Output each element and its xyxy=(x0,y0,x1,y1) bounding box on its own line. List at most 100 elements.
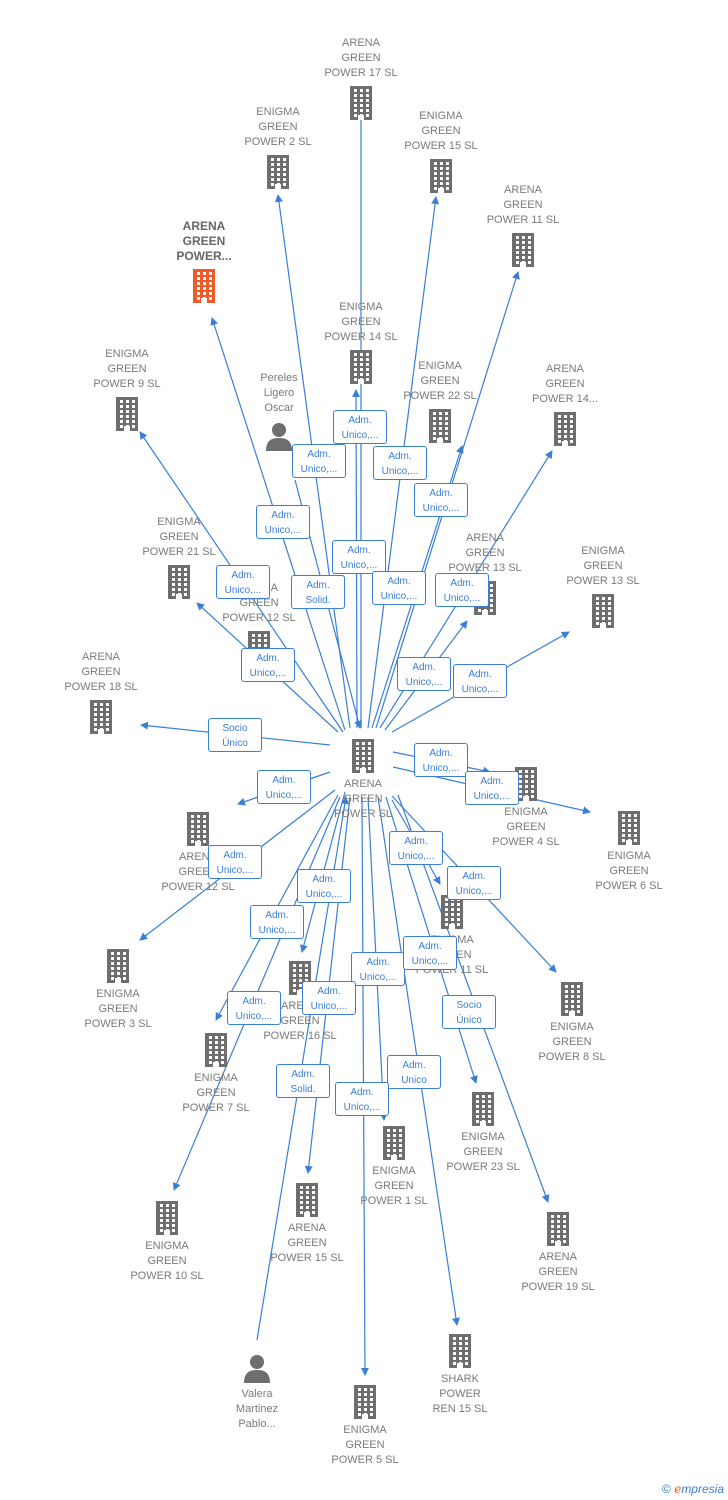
edge-label-center-eg15[interactable]: Adm. Unico,... xyxy=(373,446,427,480)
node-label: SHARK POWER REN 15 SL xyxy=(432,1373,488,1415)
company-node-eg6[interactable]: ENIGMA GREEN POWER 6 SL xyxy=(579,811,679,894)
node-label: ARENA GREEN POWER 12 SL xyxy=(161,851,235,893)
person-node-valera[interactable]: Valera Martinez Pablo... xyxy=(207,1353,307,1432)
edge-label-center-eg8[interactable]: Adm. Unico,... xyxy=(447,866,501,900)
person-icon xyxy=(229,421,329,451)
edge-label-center-eg7[interactable]: Adm. Unico,... xyxy=(250,905,304,939)
node-label: ARENA GREEN POWER SL xyxy=(333,778,393,820)
company-node-ag11[interactable]: ARENA GREEN POWER 11 SL xyxy=(473,183,573,267)
building-icon xyxy=(68,949,168,983)
node-label: Valera Martinez Pablo... xyxy=(235,1388,279,1430)
company-node-eg22[interactable]: ENIGMA GREEN POWER 22 SL xyxy=(390,359,490,443)
company-node-eg4[interactable]: ENIGMA GREEN POWER 4 SL xyxy=(476,767,576,850)
company-node-ag14[interactable]: ARENA GREEN POWER 14... xyxy=(515,362,615,446)
node-label: ENIGMA GREEN POWER 23 SL xyxy=(446,1131,520,1173)
company-node-eg10[interactable]: ENIGMA GREEN POWER 10 SL xyxy=(117,1201,217,1284)
node-label: ARENA GREEN POWER 11 SL xyxy=(486,184,560,226)
node-label: ARENA GREEN POWER... xyxy=(176,219,232,263)
edge-label-center-eg2[interactable]: Adm. Unico,... xyxy=(292,444,346,478)
company-node-eg23[interactable]: ENIGMA GREEN POWER 23 SL xyxy=(433,1092,533,1175)
building-icon xyxy=(390,409,490,443)
node-label: ENIGMA GREEN POWER 22 SL xyxy=(403,360,477,402)
building-icon xyxy=(166,1033,266,1067)
node-label: ENIGMA GREEN POWER 10 SL xyxy=(130,1240,204,1282)
node-label: ENIGMA GREEN POWER 9 SL xyxy=(93,348,161,390)
node-label: Pereles Ligero Oscar xyxy=(260,372,298,414)
edge-label-center-ag16[interactable]: Adm. Unico,... xyxy=(297,869,351,903)
company-node-eg1[interactable]: ENIGMA GREEN POWER 1 SL xyxy=(344,1126,444,1209)
company-node-eg8[interactable]: ENIGMA GREEN POWER 8 SL xyxy=(522,982,622,1065)
edge-label-center-eg22[interactable]: Adm. Unico,... xyxy=(372,571,426,605)
edge-label-center-eg6[interactable]: Adm. Unico,... xyxy=(465,771,519,805)
company-node-eg9[interactable]: ENIGMA GREEN POWER 9 SL xyxy=(77,347,177,431)
edge-label-center-eg11[interactable]: Adm. Unico,... xyxy=(389,831,443,865)
building-icon xyxy=(433,1092,533,1126)
edge-label-center-eg5[interactable]: Adm. Unico,... xyxy=(335,1082,389,1116)
building-icon xyxy=(51,700,151,734)
edge-label-center-shark[interactable]: Adm. Unico xyxy=(387,1055,441,1089)
node-label: ENIGMA GREEN POWER 5 SL xyxy=(331,1424,399,1466)
company-node-ag19[interactable]: ARENA GREEN POWER 19 SL xyxy=(508,1212,608,1295)
edge-label-center-eg13[interactable]: Adm. Unico,... xyxy=(453,664,507,698)
company-node-eg3[interactable]: ENIGMA GREEN POWER 3 SL xyxy=(68,949,168,1032)
edge-label-center-eg14[interactable]: Adm. Unico,... xyxy=(332,540,386,574)
company-node-eg14[interactable]: ENIGMA GREEN POWER 14 SL xyxy=(311,300,411,384)
building-icon xyxy=(311,350,411,384)
edge-label-center-eg10[interactable]: Adm. Unico,... xyxy=(227,991,281,1025)
node-label: ENIGMA GREEN POWER 8 SL xyxy=(538,1021,606,1063)
building-icon xyxy=(402,895,502,929)
node-label: ENIGMA GREEN POWER 7 SL xyxy=(182,1072,250,1114)
node-label: ENIGMA GREEN POWER 1 SL xyxy=(360,1165,428,1207)
edge-label-pereles-center[interactable]: Adm. Solid. xyxy=(291,575,345,609)
brand-logo: © empresia xyxy=(662,1482,724,1496)
building-icon xyxy=(148,812,248,846)
person-node-pereles[interactable]: Pereles Ligero Oscar xyxy=(229,371,329,451)
company-node-shark[interactable]: SHARK POWER REN 15 SL xyxy=(410,1334,510,1417)
edge-label-center-eg9[interactable]: Adm. Unico,... xyxy=(216,565,270,599)
node-label: ENIGMA GREEN POWER 4 SL xyxy=(492,806,560,848)
company-node-eg5[interactable]: ENIGMA GREEN POWER 5 SL xyxy=(315,1385,415,1468)
building-icon xyxy=(476,767,576,801)
edge-label-center-ag18[interactable]: Socio Único xyxy=(208,718,262,752)
node-label: ARENA GREEN POWER 14... xyxy=(531,363,599,405)
edge-label-center-eg23[interactable]: Socio Único xyxy=(442,995,496,1029)
company-node-ag12b[interactable]: ARENA GREEN POWER 12 SL xyxy=(148,812,248,895)
building-icon xyxy=(257,1183,357,1217)
company-node-ag17[interactable]: ARENA GREEN POWER 17 SL xyxy=(311,36,411,120)
edge-label-center-ag11[interactable]: Adm. Unico,... xyxy=(414,483,468,517)
edge-label-center-ag12b[interactable]: Adm. Unico,... xyxy=(257,770,311,804)
edge-label-center-ag15[interactable]: Adm. Unico,... xyxy=(302,981,356,1015)
edge-label-center-ag13[interactable]: Adm. Unico,... xyxy=(397,657,451,691)
edge-label-center-eg21[interactable]: Adm. Unico,... xyxy=(241,648,295,682)
node-label: ENIGMA GREEN POWER 13 SL xyxy=(566,545,640,587)
building-icon xyxy=(553,594,653,628)
edge-label-center-ag14[interactable]: Adm. Unico,... xyxy=(435,573,489,607)
edge-label-center-eg4[interactable]: Adm. Unico,... xyxy=(414,743,468,777)
company-node-ag18[interactable]: ARENA GREEN POWER 18 SL xyxy=(51,650,151,734)
edge-label-center-eg3[interactable]: Adm. Unico,... xyxy=(208,845,262,879)
node-label: ENIGMA GREEN POWER 2 SL xyxy=(244,106,312,148)
building-icon xyxy=(77,397,177,431)
node-label: ARENA GREEN POWER 18 SL xyxy=(64,651,138,693)
building-icon xyxy=(154,269,254,303)
building-icon xyxy=(522,982,622,1016)
building-icon xyxy=(313,739,413,773)
edge-label-center-eg1[interactable]: Adm. Unico,... xyxy=(351,952,405,986)
building-icon xyxy=(315,1385,415,1419)
edge-label-center-ag17[interactable]: Adm. Unico,... xyxy=(333,410,387,444)
edge-label-center-ag19[interactable]: Adm. Unico,... xyxy=(403,936,457,970)
edge-label-center-focus[interactable]: Adm. Unico,... xyxy=(256,505,310,539)
company-node-eg15[interactable]: ENIGMA GREEN POWER 15 SL xyxy=(391,109,491,193)
company-node-center[interactable]: ARENA GREEN POWER SL xyxy=(313,739,413,822)
company-node-eg21[interactable]: ENIGMA GREEN POWER 21 SL xyxy=(129,515,229,599)
node-label: ARENA GREEN POWER 17 SL xyxy=(324,37,398,79)
company-node-eg7[interactable]: ENIGMA GREEN POWER 7 SL xyxy=(166,1033,266,1116)
edge-label-valera-center[interactable]: Adm. Solid. xyxy=(276,1064,330,1098)
building-icon xyxy=(410,1334,510,1368)
building-icon xyxy=(508,1212,608,1246)
company-node-eg13[interactable]: ENIGMA GREEN POWER 13 SL xyxy=(553,544,653,628)
company-node-focus[interactable]: ARENA GREEN POWER... xyxy=(154,219,254,303)
company-node-eg2[interactable]: ENIGMA GREEN POWER 2 SL xyxy=(228,105,328,189)
company-node-ag15[interactable]: ARENA GREEN POWER 15 SL xyxy=(257,1183,357,1266)
person-icon xyxy=(207,1353,307,1383)
